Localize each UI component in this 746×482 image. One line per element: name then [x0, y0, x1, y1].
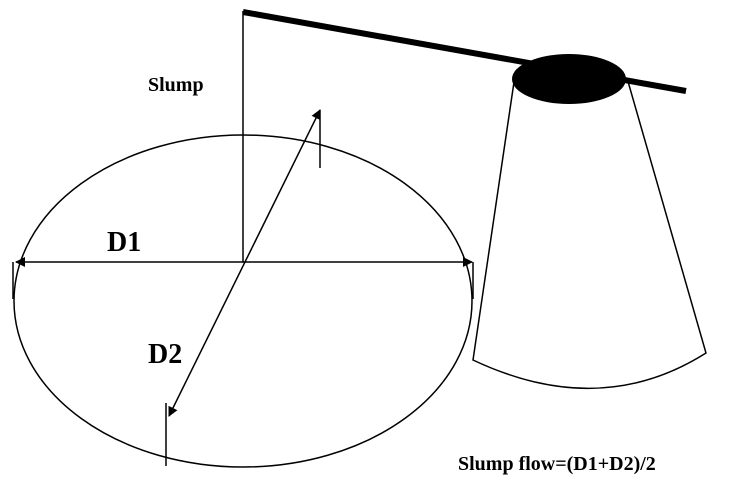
cone-top-disk: [512, 54, 626, 104]
slump-label: Slump: [148, 74, 204, 96]
d1-label: D1: [107, 227, 141, 258]
slump-flow-formula: Slump flow=(D1+D2)/2: [458, 453, 656, 475]
d2-label: D2: [148, 339, 182, 370]
slump-cone: [472, 77, 707, 389]
d2-arrow: [168, 109, 321, 417]
